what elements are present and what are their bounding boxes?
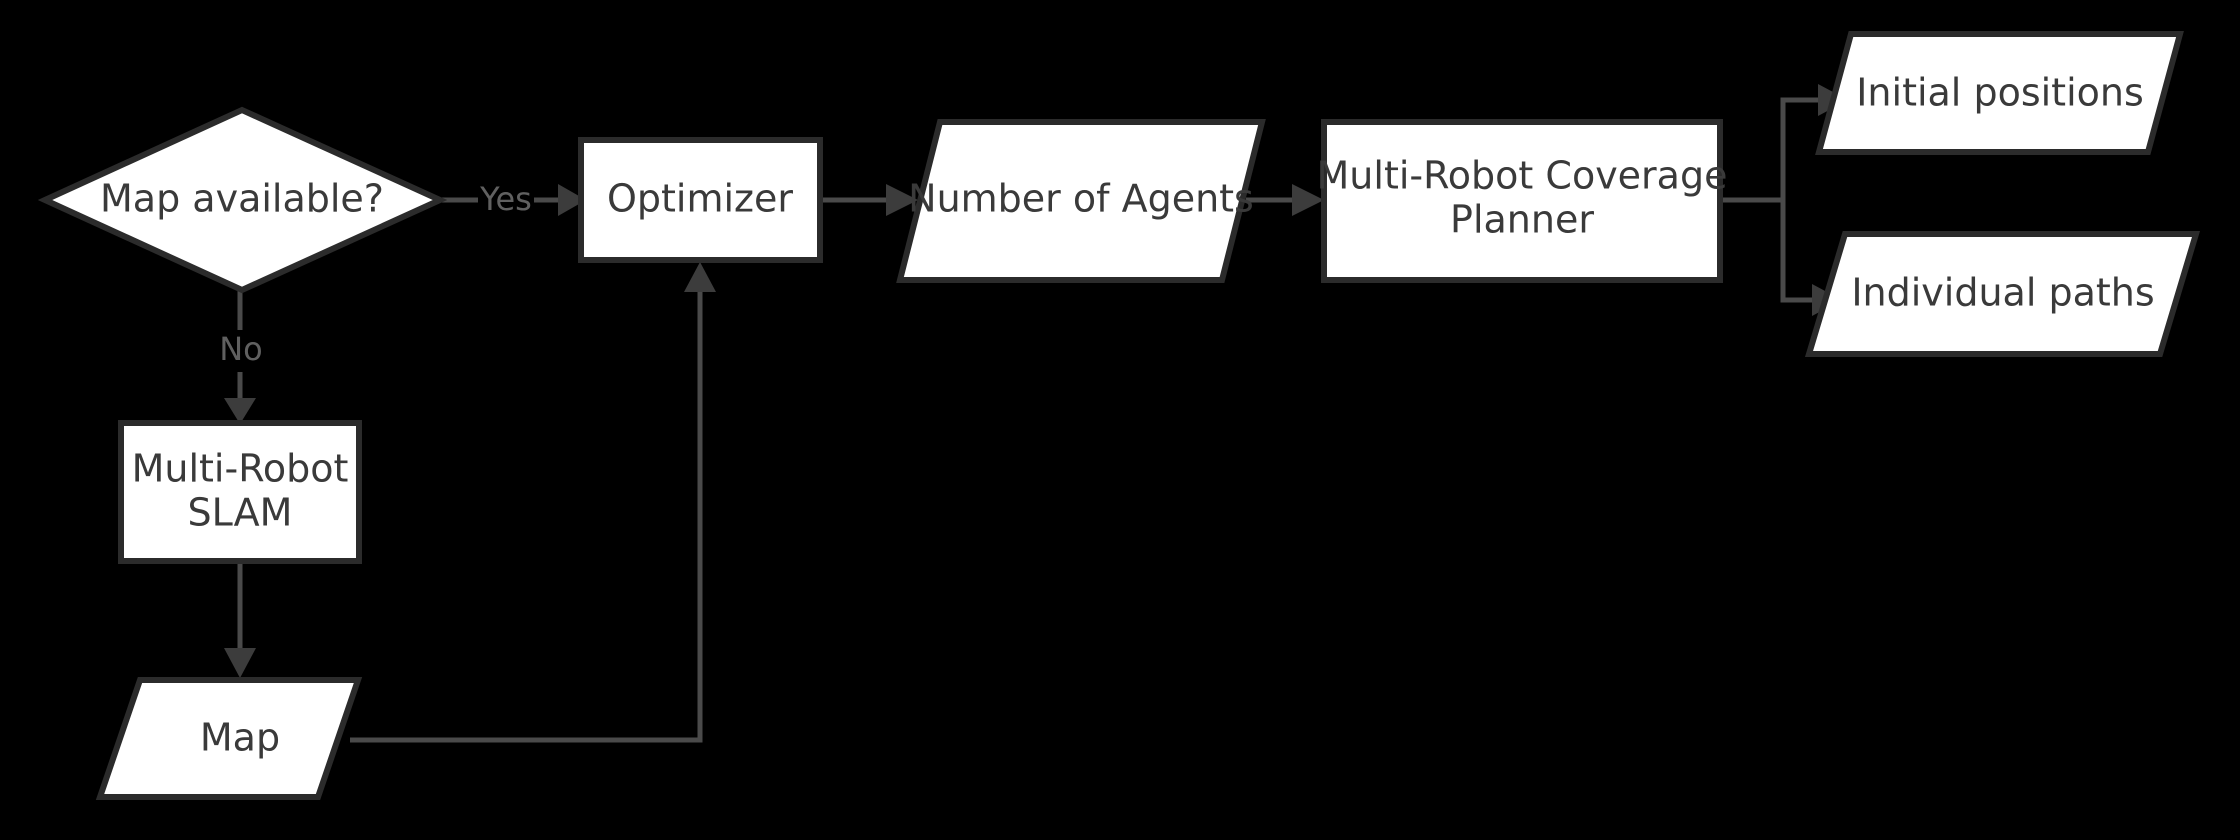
node-coverage-planner[interactable]: Multi-Robot Coverage Planner (1317, 119, 1728, 283)
node-label-coverage-planner-line2: Planner (1450, 198, 1594, 242)
edge-segment (350, 292, 703, 743)
edge-optimizer-to-agents (822, 184, 918, 216)
edge-segment (1780, 97, 1818, 200)
arrowhead-icon (224, 648, 256, 678)
node-label-slam-line2: SLAM (188, 491, 293, 535)
arrowhead-icon (224, 398, 256, 424)
node-optimizer[interactable]: Optimizer (578, 137, 823, 263)
node-map[interactable]: Map (95, 677, 363, 800)
arrowhead-icon (886, 184, 918, 216)
parallelogram-shape (95, 677, 363, 800)
parallelogram-shape (1815, 31, 2184, 155)
arrowhead-icon (558, 184, 586, 216)
edge-slam-to-map (224, 562, 256, 678)
rectangle-shape (578, 137, 823, 263)
node-initial-positions[interactable]: Initial positions (1815, 31, 2184, 155)
edge-planner-fork (1722, 84, 1848, 316)
edge-decision-to-optimizer (442, 184, 586, 216)
node-label-initial-positions: Initial positions (1856, 71, 2144, 115)
parallelogram-shape (1804, 231, 2201, 357)
node-label-optimizer: Optimizer (607, 177, 793, 221)
node-label-number-of-agents: Number of Agents (908, 177, 1254, 221)
node-number-of-agents[interactable]: Number of Agents (896, 119, 1266, 283)
node-multi-robot-slam[interactable]: Multi-Robot SLAM (118, 420, 362, 564)
diamond-shape (37, 106, 448, 294)
node-map-available-decision[interactable]: Map available? (37, 106, 448, 294)
node-label-map: Map (200, 716, 280, 760)
node-label-individual-paths: Individual paths (1851, 271, 2154, 315)
edge-agents-to-planner (1246, 184, 1324, 216)
rectangle-shape (118, 420, 362, 564)
node-label-coverage-planner-line1: Multi-Robot Coverage (1317, 154, 1728, 198)
node-individual-paths[interactable]: Individual paths (1804, 231, 2201, 357)
edge-label-yes: Yes (479, 180, 532, 218)
arrowhead-icon (1292, 184, 1324, 216)
node-label-slam-line1: Multi-Robot (132, 447, 349, 491)
rectangle-shape (1321, 119, 1723, 283)
edge-map-to-optimizer (350, 262, 716, 743)
edge-decision-to-slam (224, 285, 256, 424)
arrowhead-icon (684, 262, 716, 292)
parallelogram-shape (896, 119, 1266, 283)
node-label-map-available: Map available? (100, 177, 384, 221)
edge-segment (1780, 200, 1812, 303)
edge-label-no: No (219, 330, 263, 368)
